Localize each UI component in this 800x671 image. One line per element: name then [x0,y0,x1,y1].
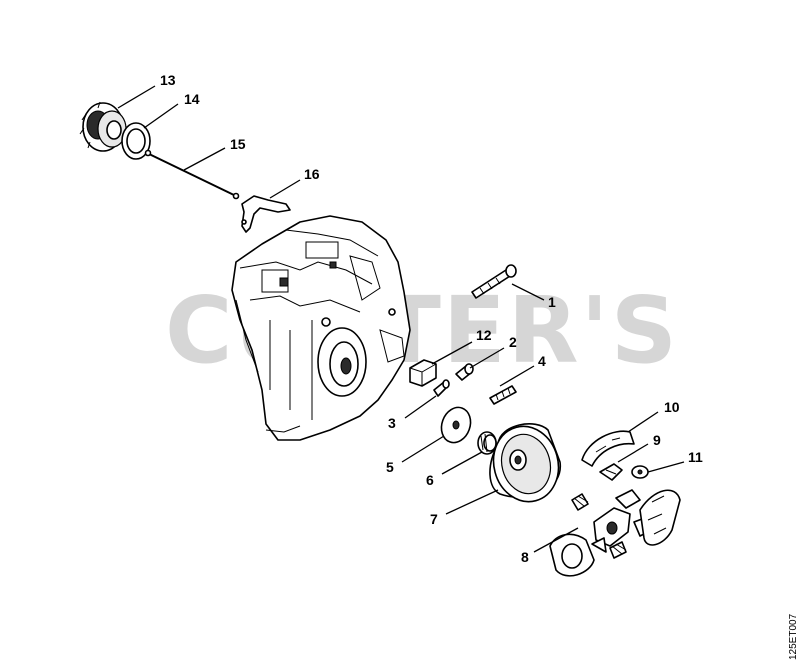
callout-7: 7 [430,511,438,527]
part-9-spring-clip [599,463,623,481]
part-11-retainer [631,465,649,479]
part-15-rod [144,149,240,200]
part-6-needle-cage [477,431,497,455]
callout-4: 4 [538,353,546,369]
part-16-lever [241,195,291,233]
crankcase-housing [231,215,411,441]
callout-16: 16 [304,166,320,182]
callout-11: 11 [688,449,703,465]
callout-14: 14 [184,91,200,107]
callout-13: 13 [160,72,176,88]
callout-5: 5 [386,459,394,475]
callout-12: 12 [476,327,492,343]
part-13-gear [79,101,127,152]
part-10-clutch-shoe [581,430,635,467]
part-7-clutch-drum [489,423,561,503]
part-12-block [409,359,437,387]
callout-labels: 13 14 15 16 1 12 2 3 4 5 6 7 8 9 10 11 [160,72,703,565]
callout-6: 6 [426,472,434,488]
callout-15: 15 [230,136,246,152]
part-8-clutch-assembly [549,489,681,577]
callout-3: 3 [388,415,396,431]
callout-1: 1 [548,294,556,310]
callout-10: 10 [664,399,680,415]
part-3-pin [433,379,450,397]
part-14-washer [121,122,151,160]
part-1-screw [471,264,517,299]
callout-8: 8 [521,549,529,565]
drawing-reference: 125ET007 [788,613,799,660]
callout-2: 2 [509,334,517,350]
leader-lines [117,85,685,553]
part-5-washer [440,406,472,444]
part-4-spring-pin [489,385,517,405]
callout-9: 9 [653,432,661,448]
part-2-sleeve [455,363,474,381]
